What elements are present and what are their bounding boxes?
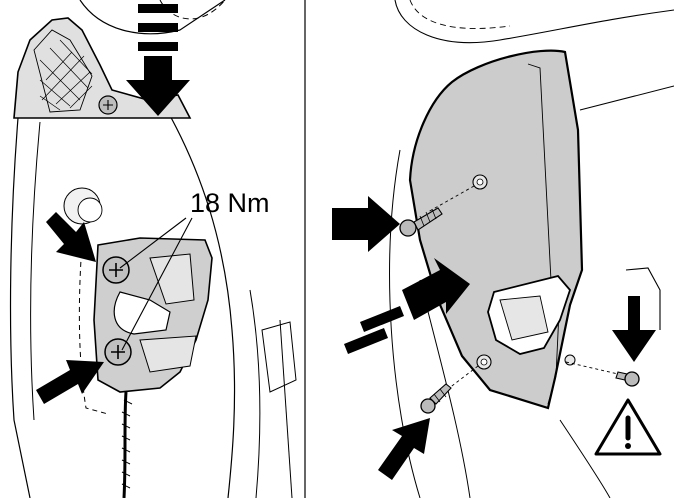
screw-upper	[399, 207, 443, 237]
arrow-icon	[46, 212, 96, 262]
arrow-icon	[344, 258, 470, 354]
arrow-icon	[612, 296, 656, 362]
screw-side	[615, 371, 640, 387]
arrow-icon	[378, 418, 430, 480]
arrow-icon	[332, 196, 400, 252]
latch-cable	[122, 391, 128, 498]
latch-cover	[13, 17, 192, 119]
right-panel	[389, 0, 674, 498]
torque-callout: 18 Nm	[190, 188, 270, 218]
left-panel	[9, 0, 297, 498]
arrow-icon	[36, 360, 104, 404]
screw-lower	[420, 383, 452, 414]
arrow-icon	[126, 4, 190, 116]
warning-triangle-icon	[594, 398, 662, 456]
